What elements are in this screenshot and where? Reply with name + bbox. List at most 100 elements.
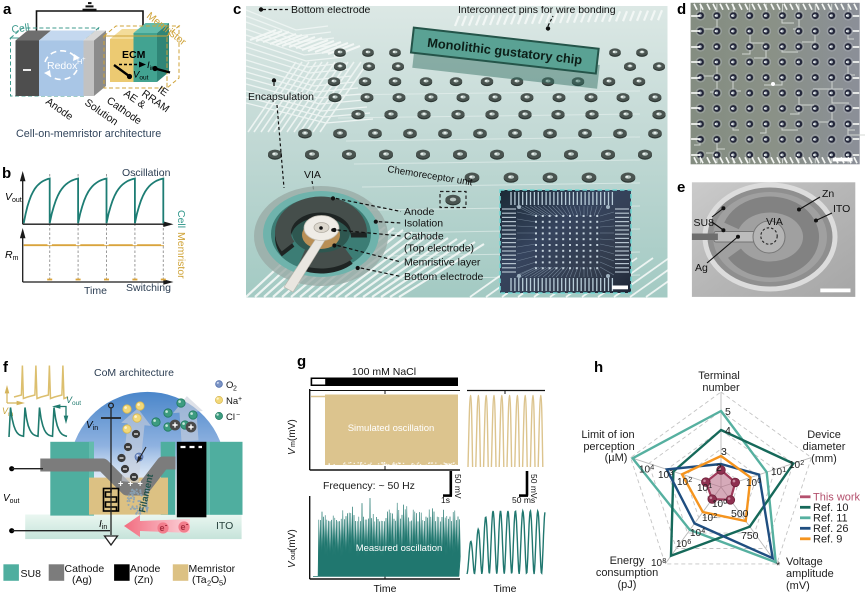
svg-text:10: 10 xyxy=(651,558,663,569)
svg-text:-: - xyxy=(186,520,189,529)
svg-text:Cell: Cell xyxy=(175,210,187,228)
svg-text:Interconnect pins for wire bon: Interconnect pins for wire bonding xyxy=(458,4,616,16)
svg-text:c: c xyxy=(233,1,241,18)
svg-text:10: 10 xyxy=(789,460,801,471)
svg-text:(µM): (µM) xyxy=(605,452,628,464)
svg-text:ITO: ITO xyxy=(216,520,233,532)
svg-text:Energy: Energy xyxy=(610,555,645,567)
svg-text:Cathode: Cathode xyxy=(404,231,444,243)
svg-text:10: 10 xyxy=(639,465,651,476)
svg-text:(Ag): (Ag) xyxy=(72,574,92,586)
svg-text:Switching: Switching xyxy=(126,282,171,294)
svg-text:2: 2 xyxy=(688,475,692,484)
svg-text:6: 6 xyxy=(687,537,691,546)
svg-text:ECM: ECM xyxy=(122,49,146,61)
svg-text:H: H xyxy=(77,57,82,66)
svg-text:2: 2 xyxy=(233,386,237,393)
svg-text:Redox: Redox xyxy=(47,60,78,72)
svg-text:Na: Na xyxy=(226,396,239,407)
svg-text:Vout: Vout xyxy=(66,395,81,407)
svg-text:(Top electrode): (Top electrode) xyxy=(404,243,474,255)
svg-text:Memristor: Memristor xyxy=(189,563,236,575)
svg-text:amplitude: amplitude xyxy=(786,568,834,580)
svg-text:2: 2 xyxy=(716,462,722,474)
svg-text:(pJ): (pJ) xyxy=(618,579,637,591)
svg-text:f: f xyxy=(3,359,9,376)
svg-text:SU8: SU8 xyxy=(21,568,42,580)
svg-text:100 mM NaCl: 100 mM NaCl xyxy=(352,366,416,378)
svg-text:Ref. 11: Ref. 11 xyxy=(813,513,848,525)
svg-text:perception: perception xyxy=(583,441,634,453)
svg-text:10: 10 xyxy=(712,499,724,510)
svg-text:Vin: Vin xyxy=(86,420,98,432)
svg-text:Ref. 9: Ref. 9 xyxy=(813,534,842,546)
svg-text:Measured oscillation: Measured oscillation xyxy=(356,543,443,554)
svg-text:10: 10 xyxy=(702,513,714,524)
svg-text:(Ta: (Ta xyxy=(192,574,207,586)
svg-text:CoM architecture: CoM architecture xyxy=(94,367,174,379)
svg-text:Ref. 10: Ref. 10 xyxy=(813,502,848,514)
svg-text:e: e xyxy=(160,523,165,533)
svg-text:(mV): (mV) xyxy=(287,419,298,441)
svg-text:Limit of ion: Limit of ion xyxy=(581,429,634,441)
svg-text:2: 2 xyxy=(800,458,804,467)
svg-text:(Zn): (Zn) xyxy=(134,574,153,586)
svg-text:(mV): (mV) xyxy=(287,529,298,551)
svg-text:m: m xyxy=(290,441,297,447)
svg-text:+ + +: + + + xyxy=(118,479,144,489)
svg-text:4: 4 xyxy=(725,425,731,437)
svg-text:O: O xyxy=(226,380,233,391)
svg-text:1: 1 xyxy=(708,481,712,490)
svg-text:Terminal: Terminal xyxy=(698,370,740,382)
svg-text:10: 10 xyxy=(771,467,783,478)
svg-text:Vout: Vout xyxy=(3,493,19,505)
svg-text:Encapsulation: Encapsulation xyxy=(248,91,314,103)
svg-text:number: number xyxy=(702,382,740,394)
svg-text:500: 500 xyxy=(731,508,749,520)
svg-text:d: d xyxy=(677,1,686,18)
svg-text:Device: Device xyxy=(807,429,841,441)
svg-text:+: + xyxy=(82,57,86,63)
svg-text:750: 750 xyxy=(741,530,759,542)
svg-text:Bottom electrode: Bottom electrode xyxy=(291,4,371,16)
svg-text:0: 0 xyxy=(723,497,727,506)
svg-text:Ref. 26: Ref. 26 xyxy=(813,523,848,535)
svg-text:(mm): (mm) xyxy=(811,453,837,465)
svg-text:Anode: Anode xyxy=(130,563,161,575)
svg-text:−: − xyxy=(236,412,240,419)
svg-text:10: 10 xyxy=(697,483,709,494)
svg-text:1: 1 xyxy=(782,465,786,474)
svg-text:4: 4 xyxy=(701,526,705,535)
svg-text:5: 5 xyxy=(725,406,731,418)
svg-text:out: out xyxy=(290,550,297,560)
svg-text:Cell-on-memristor architecture: Cell-on-memristor architecture xyxy=(16,128,161,140)
svg-text:Ag: Ag xyxy=(695,262,708,274)
svg-text:Time: Time xyxy=(84,285,107,297)
svg-text:Cell: Cell xyxy=(11,22,31,36)
svg-text:8: 8 xyxy=(662,556,666,565)
svg-text:V: V xyxy=(287,447,298,455)
svg-text:): ) xyxy=(223,574,227,586)
svg-text:V: V xyxy=(287,560,298,568)
svg-text:ITO: ITO xyxy=(833,203,850,215)
svg-text:SU8: SU8 xyxy=(694,217,715,229)
svg-text:10: 10 xyxy=(658,470,670,481)
svg-text:3: 3 xyxy=(669,468,673,477)
svg-text:5: 5 xyxy=(219,579,223,588)
svg-text:Bottom electrode: Bottom electrode xyxy=(404,271,484,283)
svg-text:Iin: Iin xyxy=(99,519,107,531)
svg-text:-: - xyxy=(165,521,168,530)
svg-text:10: 10 xyxy=(746,478,758,489)
svg-text:Oscillation: Oscillation xyxy=(122,167,171,179)
svg-text:b: b xyxy=(2,165,11,182)
svg-text:*: * xyxy=(776,560,781,572)
svg-text:50 mV: 50 mV xyxy=(529,474,539,499)
svg-text:Time: Time xyxy=(374,583,397,595)
svg-text:Vout: Vout xyxy=(133,70,149,82)
svg-text:(mV): (mV) xyxy=(786,580,810,592)
svg-text:Memristor: Memristor xyxy=(175,232,187,279)
svg-text:Cathode: Cathode xyxy=(65,563,105,575)
svg-text:Anode: Anode xyxy=(404,206,435,218)
svg-text:a: a xyxy=(3,1,12,18)
svg-text:e: e xyxy=(181,522,186,532)
